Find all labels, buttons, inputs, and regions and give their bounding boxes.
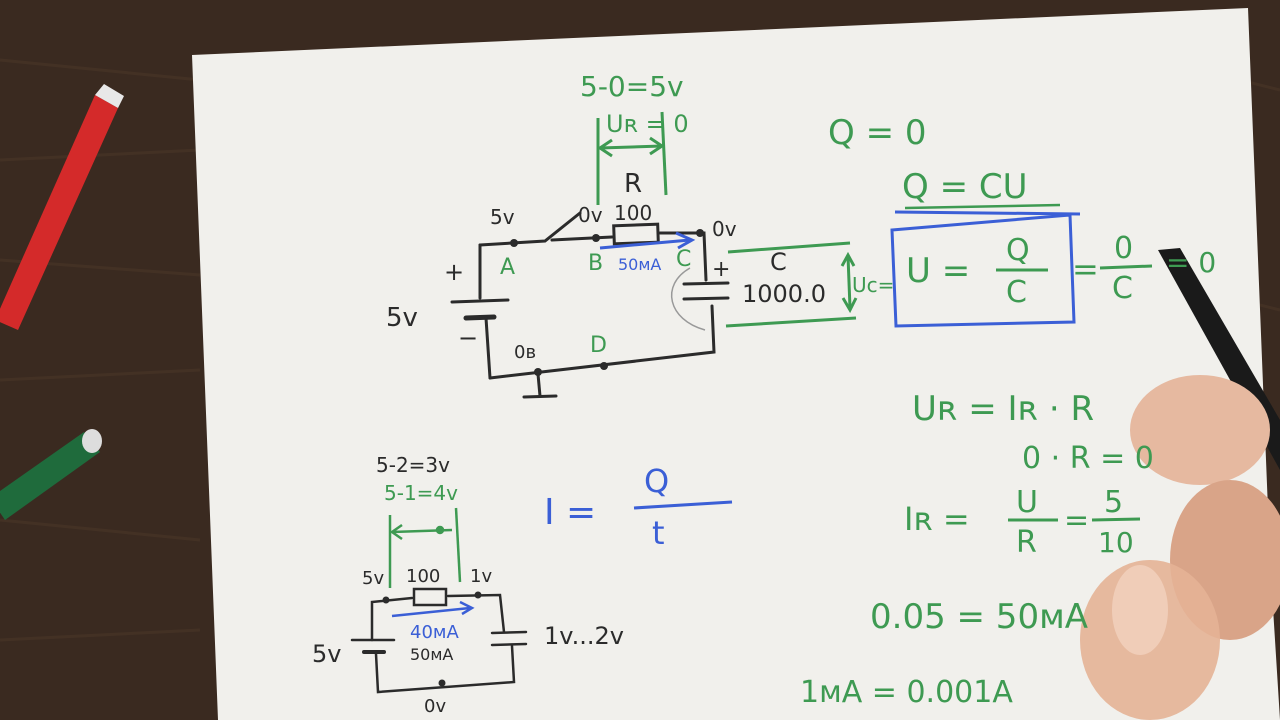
battery-long-plate: [450, 298, 510, 304]
node-c-voltage: 0v: [712, 217, 737, 241]
cap-letter: C: [770, 248, 787, 276]
charge-path-arc: [671, 267, 706, 331]
bc-resistor-value: 100: [406, 566, 440, 587]
bc-current-arrow: [391, 600, 475, 618]
top-circuit: [450, 211, 730, 399]
battery-plus: +: [444, 258, 464, 286]
ir-eq: =: [1064, 503, 1089, 538]
bc-ground-voltage: 0v: [424, 696, 446, 717]
resistor-value: 100: [614, 201, 652, 225]
u-num: Q: [1006, 233, 1030, 268]
cap-plus: +: [712, 257, 730, 282]
ground-bar: [522, 394, 558, 399]
hand-with-pen: [1080, 248, 1280, 720]
node-a-label: A: [500, 255, 515, 280]
node-b-label: B: [588, 251, 603, 276]
zero-fraction-bar: [1099, 264, 1153, 270]
node-d-label: D: [590, 333, 607, 358]
bc-cap-voltage: 1v...2v: [544, 622, 624, 650]
ir-den: R: [1016, 525, 1037, 560]
cap-value: 1000.0: [742, 280, 826, 308]
bottom-nodes: [382, 591, 482, 687]
i-fraction-bar: [633, 500, 733, 510]
q-zero: Q = 0: [828, 113, 927, 153]
ma-conv: 1мA = 0.001A: [800, 675, 1013, 710]
ur-bracket: [596, 111, 668, 205]
bc-calc1: 5-2=3v: [376, 453, 450, 477]
battery-voltage: 5v: [386, 303, 418, 333]
battery-minus: −: [458, 324, 478, 352]
u-lhs: U =: [906, 251, 970, 291]
ground-voltage: 0в: [514, 342, 536, 363]
q-cu-underline: [894, 210, 1081, 216]
bc-current2: 50мA: [410, 645, 453, 664]
bc-top-wire-right: [446, 593, 506, 634]
eq-sign: =: [1072, 250, 1099, 288]
resistor-letter: R: [624, 169, 642, 199]
left-wire-lower: [484, 316, 492, 380]
zero-num: 0: [1114, 231, 1133, 266]
ir-lhs: Iʀ =: [904, 500, 970, 538]
bottom-circuit: [350, 587, 528, 694]
bc-battery-voltage: 5v: [312, 640, 341, 668]
top-current: 50мA: [618, 255, 661, 274]
zero-result: = 0: [1166, 246, 1216, 279]
capacitor-plate-bottom: [682, 296, 730, 301]
bc-top-wire-left: [370, 596, 414, 642]
node-a-voltage: 5v: [490, 205, 515, 229]
bc-right-voltage: 1v: [470, 566, 492, 587]
bc-resistor: [412, 587, 448, 607]
bc-cap-plate-bottom: [490, 642, 528, 647]
ir-num2: 5: [1104, 485, 1123, 520]
ir-num: U: [1016, 485, 1038, 520]
top-calc: 5-0=5v: [580, 70, 684, 103]
formula-box: [890, 213, 1076, 328]
ur-ir-r: Uʀ = Iʀ · R: [912, 389, 1094, 429]
top-nodes: [510, 229, 704, 376]
resistor-top: [612, 222, 660, 246]
node-b-voltage: 0v: [578, 203, 603, 227]
bc-bracket: [388, 507, 462, 588]
bc-left-wire-lower: [374, 644, 516, 694]
top-current-arrow: [599, 231, 696, 250]
ground-stem: [536, 372, 542, 398]
u-den: C: [1006, 275, 1027, 310]
top-wire-left: [478, 211, 582, 247]
result: 0.05 = 50мA: [870, 597, 1088, 637]
i-num: Q: [644, 462, 669, 500]
ir-fraction-bar2: [1091, 517, 1141, 522]
bottom-wire: [488, 304, 716, 380]
bc-cap-plate-top: [490, 630, 528, 635]
uc-bracket: [725, 241, 858, 328]
q-cu: Q = CU: [902, 167, 1028, 207]
bc-current1: 40мA: [410, 622, 459, 643]
zero-r: 0 · R = 0: [1022, 441, 1154, 476]
i-lhs: I =: [544, 492, 596, 533]
i-den: t: [652, 514, 665, 552]
q-cu-underline-green: [904, 203, 1061, 210]
green-marker: [0, 429, 102, 520]
bc-calc2: 5-1=4v: [384, 481, 458, 505]
top-wire-mid: [550, 235, 614, 242]
capacitor-plate-top: [682, 281, 730, 286]
node-c-label: C: [676, 247, 691, 272]
uc-label: Uc=: [852, 273, 894, 297]
red-marker: [0, 84, 124, 330]
battery-short-plate: [463, 314, 497, 321]
paper-sheet: [192, 8, 1280, 720]
zero-den: C: [1112, 271, 1133, 306]
ir-den2: 10: [1098, 526, 1134, 559]
bc-left-voltage: 5v: [362, 568, 384, 589]
ur-label: Uʀ = 0: [606, 110, 689, 138]
